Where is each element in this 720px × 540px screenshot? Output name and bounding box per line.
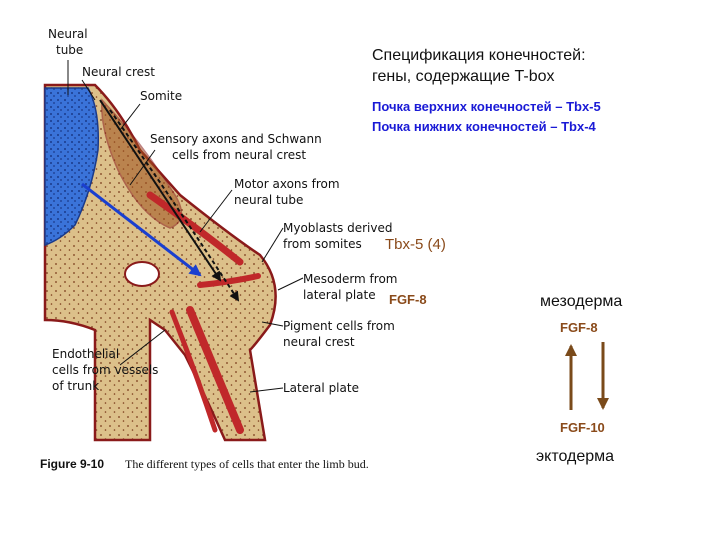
neural-tube-shape (44, 87, 100, 247)
label-pigment-2: neural crest (283, 335, 355, 349)
mesoderm-label: мезодерма (540, 293, 622, 310)
ectoderm-label: эктодерма (536, 448, 614, 465)
label-somite: Somite (140, 89, 182, 103)
fgf8-right-label: FGF-8 (560, 320, 598, 335)
axon-arrow-motor (109, 109, 240, 302)
title-line-1: Спецификация конечностей: (372, 47, 586, 64)
tissue-section (43, 83, 277, 442)
label-sensory-1: Sensory axons and Schwann (150, 132, 322, 146)
figure-caption: The different types of cells that enter … (125, 457, 369, 471)
label-sensory-2: cells from neural crest (172, 148, 306, 162)
myoblast-streak-upper (146, 191, 244, 266)
label-mesoderm-2: lateral plate (303, 288, 376, 302)
fgf8-left-label: FGF-8 (389, 292, 427, 307)
label-pigment-1: Pigment cells from (283, 319, 395, 333)
axon-arrow-sensory (99, 99, 222, 282)
lateral-plate-streak-2 (169, 309, 218, 433)
tbx5-label: Tbx-5 (4) (385, 236, 446, 253)
label-lateral-plate: Lateral plate (283, 381, 359, 395)
label-myoblasts-1: Myoblasts derived (283, 221, 393, 235)
label-endothelial-1: Endothelial (52, 347, 119, 361)
label-myoblasts-2: from somites (283, 237, 362, 251)
label-endothelial-2: cells from vessels (52, 363, 158, 377)
title-line-2: гены, содержащие T-box (372, 68, 555, 85)
label-motor-1: Motor axons from (234, 177, 340, 191)
upper-limb-note: Почка верхних конечностей – Tbx-5 (372, 99, 601, 114)
migration-arrow-blue (81, 182, 202, 277)
label-neural-tube-2: tube (56, 43, 83, 57)
label-neural-tube-1: Neural (48, 27, 88, 41)
label-motor-2: neural tube (234, 193, 303, 207)
vessel-lumen (124, 261, 160, 287)
label-neural-crest: Neural crest (82, 65, 155, 79)
label-mesoderm-1: Mesoderm from (303, 272, 397, 286)
lower-limb-note: Почка нижних конечностей – Tbx-4 (372, 119, 597, 134)
leader-lines (67, 60, 304, 393)
figure-number: Figure 9-10 (40, 457, 104, 471)
myoblast-streak-lower (197, 273, 261, 288)
fgf10-label: FGF-10 (560, 420, 605, 435)
lateral-plate-streak-1 (186, 306, 244, 434)
label-endothelial-3: of trunk (52, 379, 99, 393)
